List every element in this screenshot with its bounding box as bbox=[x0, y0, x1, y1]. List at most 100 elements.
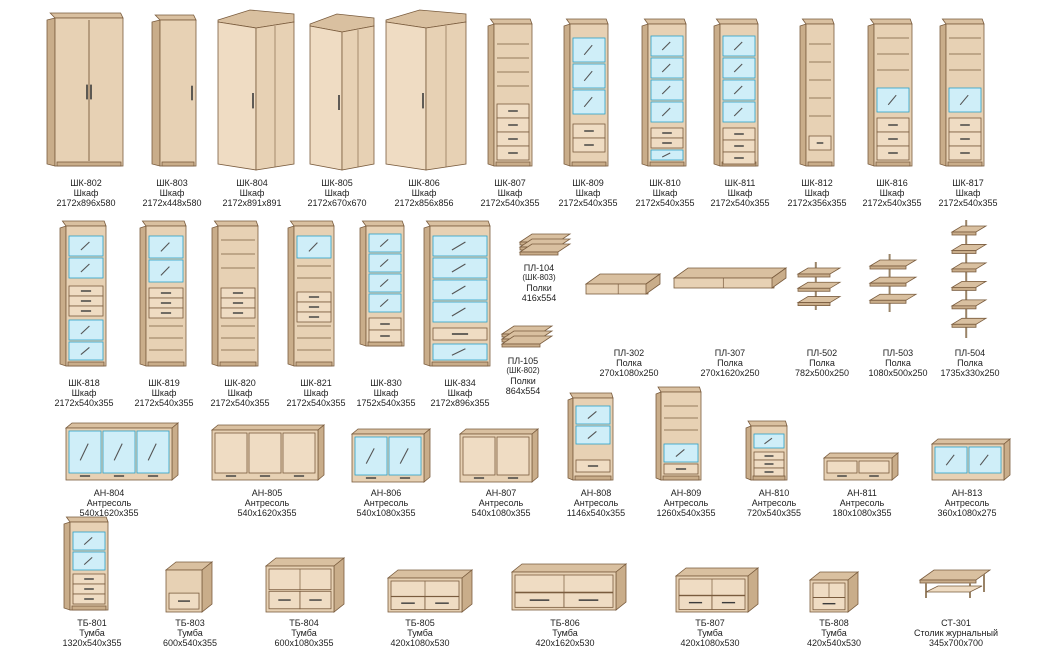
furniture-drawing bbox=[799, 18, 835, 167]
item-size: 540x1080x355 bbox=[356, 508, 416, 518]
item-code: ШК-810 bbox=[649, 178, 681, 188]
item-code: ШК-834 bbox=[444, 378, 476, 388]
item-code: ШК-803 bbox=[156, 178, 188, 188]
item-size: 360x1080x275 bbox=[937, 508, 997, 518]
item-size: 600x540x355 bbox=[162, 638, 218, 648]
item-code: АН-806 bbox=[370, 488, 402, 498]
item-size: 1752x540x355 bbox=[356, 398, 416, 408]
furniture-drawing bbox=[217, 9, 295, 171]
item-size: 720x540x355 bbox=[746, 508, 802, 518]
item-note: (ШК-803) bbox=[522, 273, 556, 282]
item-size: 2172x540x355 bbox=[635, 198, 695, 208]
furniture-drawing bbox=[510, 563, 628, 611]
furniture-drawing bbox=[46, 12, 124, 167]
furniture-drawing bbox=[796, 262, 842, 310]
item-size: 2172x670x670 bbox=[307, 198, 367, 208]
item-type: Шкаф bbox=[447, 388, 473, 398]
item-type: Антресоль bbox=[573, 498, 619, 508]
item-size: 420x1620x530 bbox=[535, 638, 595, 648]
item-code: ШК-807 bbox=[494, 178, 526, 188]
item-size: 270x1620x250 bbox=[700, 368, 760, 378]
item-type: Антресоль bbox=[839, 498, 885, 508]
furniture-drawing bbox=[264, 557, 346, 613]
item-code: ПЛ-502 bbox=[806, 348, 838, 358]
item-type: Тумба bbox=[177, 628, 203, 638]
item-type: Антресоль bbox=[244, 498, 290, 508]
item-size: 2172x856x856 bbox=[394, 198, 454, 208]
item-code: ПЛ-503 bbox=[882, 348, 914, 358]
item-type: Шкаф bbox=[373, 388, 399, 398]
item-code: ШК-830 bbox=[370, 378, 402, 388]
item-type: Полка bbox=[957, 358, 983, 368]
furniture-drawing bbox=[672, 267, 788, 289]
item-size: 420x1080x530 bbox=[680, 638, 740, 648]
item-type: Тумба bbox=[552, 628, 578, 638]
item-type: Шкаф bbox=[804, 188, 830, 198]
item-code: ШК-821 bbox=[300, 378, 332, 388]
furniture-drawing bbox=[309, 13, 375, 171]
furniture-drawing bbox=[808, 571, 860, 613]
furniture-drawing bbox=[164, 561, 214, 613]
item-code: ПЛ-504 bbox=[954, 348, 986, 358]
item-code: ТБ-804 bbox=[289, 618, 319, 628]
item-code: СТ-301 bbox=[941, 618, 971, 628]
item-type: Шкаф bbox=[652, 188, 678, 198]
item-size: 540x1620x355 bbox=[237, 508, 297, 518]
item-size: 270x1080x250 bbox=[599, 368, 659, 378]
furniture-drawing bbox=[210, 424, 326, 481]
item-type: Шкаф bbox=[159, 188, 185, 198]
item-size: 1146x540x355 bbox=[566, 508, 626, 518]
item-type: Шкаф bbox=[411, 188, 437, 198]
item-code: АН-808 bbox=[580, 488, 612, 498]
item-type: Шкаф bbox=[227, 388, 253, 398]
furniture-drawing bbox=[641, 18, 687, 167]
furniture-drawing bbox=[64, 422, 180, 481]
furniture-drawing bbox=[63, 516, 109, 611]
furniture-drawing bbox=[423, 220, 491, 367]
item-type: Шкаф bbox=[73, 188, 99, 198]
item-type: Шкаф bbox=[303, 388, 329, 398]
item-type: Тумба bbox=[697, 628, 723, 638]
item-size: 420x1080x530 bbox=[390, 638, 450, 648]
item-code: ПЛ-307 bbox=[714, 348, 746, 358]
furniture-drawing bbox=[487, 18, 533, 167]
item-code: АН-811 bbox=[847, 488, 877, 498]
item-size: 2172x540x355 bbox=[286, 398, 346, 408]
item-size: 2172x896x355 bbox=[430, 398, 490, 408]
item-code: ТБ-808 bbox=[819, 618, 849, 628]
item-size: 540x1620x355 bbox=[79, 508, 139, 518]
item-code: ШК-819 bbox=[148, 378, 180, 388]
item-code: ТБ-801 bbox=[77, 618, 107, 628]
item-type: Антресоль bbox=[86, 498, 132, 508]
item-code: ШК-820 bbox=[224, 378, 256, 388]
item-size: 2172x540x355 bbox=[862, 198, 922, 208]
item-type: Антресоль bbox=[663, 498, 709, 508]
item-size: 2172x891x891 bbox=[222, 198, 282, 208]
furniture-drawing bbox=[674, 567, 760, 613]
item-code: ТБ-807 bbox=[695, 618, 725, 628]
